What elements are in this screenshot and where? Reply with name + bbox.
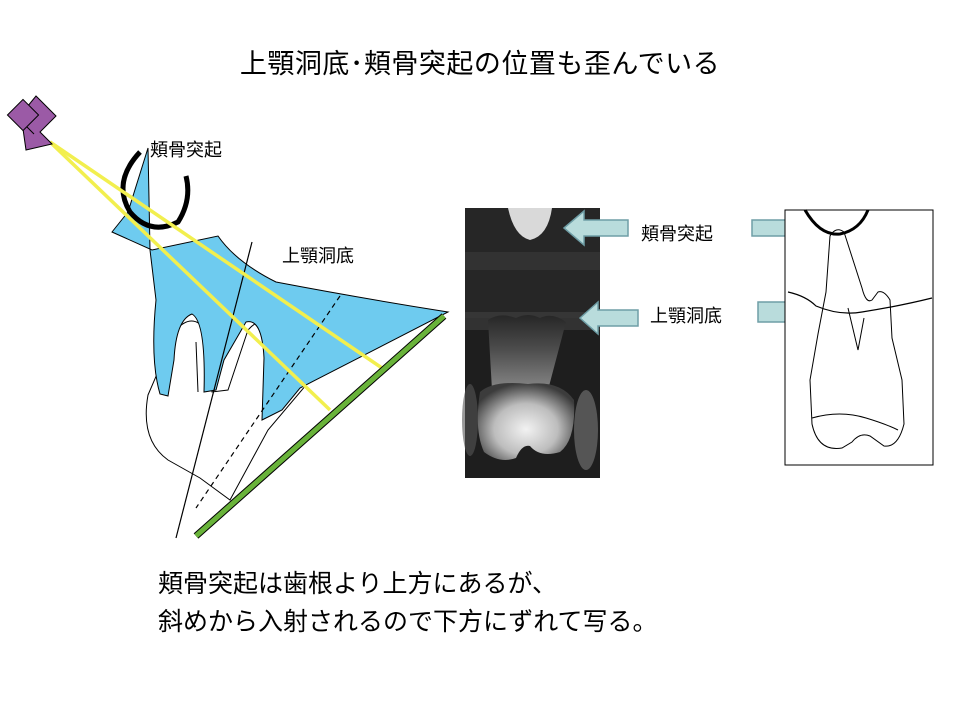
tracing-zygomatic-curve	[803, 209, 870, 236]
tracing-root-line	[847, 307, 865, 351]
caption: 頬骨突起は歯根より上方にあるが、 斜めから入射されるので下方にずれて写る。	[158, 565, 658, 641]
tracing-sinus-floor-line	[787, 291, 933, 314]
tracing-tooth-outline	[809, 229, 905, 449]
xray-beam-upper	[49, 140, 383, 370]
label-zygomatic-left: 頬骨突起	[150, 140, 222, 161]
caption-line-1: 頬骨突起は歯根より上方にあるが、	[158, 569, 558, 598]
radiograph-image	[462, 208, 600, 478]
tooth-root-line	[195, 341, 199, 393]
tracing-crown-line	[811, 413, 899, 431]
label-zygomatic-right: 頬骨突起	[641, 224, 713, 245]
bisecting-line	[195, 295, 341, 509]
tooth-axis-line	[175, 241, 253, 539]
arrow-left-zygomatic	[562, 209, 629, 247]
maxilla-bone-area	[111, 147, 450, 421]
label-sinus-floor-left: 上顎洞底	[282, 246, 354, 267]
arrow-left-sinus	[578, 300, 639, 336]
film-plate-fill	[194, 314, 446, 538]
tracing-frame	[784, 209, 934, 466]
xray-tube-body	[6, 98, 40, 132]
slide-title: 上顎洞底･頬骨突起の位置も歪んでいる	[239, 49, 721, 80]
label-sinus-floor-right: 上顎洞底	[650, 306, 722, 327]
caption-line-2: 斜めから入射されるので下方にずれて写る。	[158, 607, 658, 636]
zygomatic-process-curve	[120, 150, 191, 230]
xray-beam-lower	[48, 140, 332, 412]
